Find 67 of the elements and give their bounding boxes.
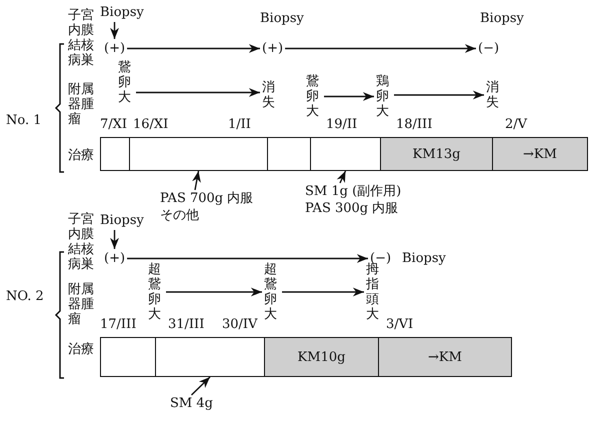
text-label: 17/III	[100, 316, 136, 333]
arrow	[282, 288, 364, 296]
treatment-note: PAS 300g 内服	[305, 200, 400, 217]
text-label: NO. 2	[6, 288, 44, 305]
arrow	[166, 288, 262, 296]
treatment-note: SM 4g	[170, 395, 213, 412]
drug-label: KM13g	[412, 146, 460, 162]
text-label: 18/III	[396, 116, 432, 133]
size-label: 超鵞卵大	[264, 262, 280, 322]
drug-label: →KM	[523, 146, 557, 162]
treatment-segment	[492, 137, 588, 171]
treatment-segment	[310, 137, 381, 171]
status-label: Biopsy	[100, 4, 144, 21]
row-label: 附属器腫瘤	[68, 282, 95, 327]
text-label: 3/VI	[386, 316, 414, 333]
treatment-segment	[100, 337, 156, 377]
status-label: Biopsy	[100, 212, 144, 229]
size-label: 拇指頭大	[366, 262, 382, 322]
treatment-note: その他	[160, 207, 200, 224]
text-label: 16/XI	[133, 116, 168, 133]
drug-label: KM10g	[298, 350, 346, 364]
arrow	[336, 170, 346, 184]
arrow	[394, 90, 484, 100]
arrow	[190, 376, 210, 396]
size-label: 消失	[262, 80, 278, 110]
treatment-segment	[267, 137, 311, 171]
text-label: Biopsy	[480, 10, 524, 27]
arrow	[110, 22, 119, 39]
status-label: (+)	[104, 40, 126, 57]
arrow	[324, 92, 374, 101]
treatment-segment	[264, 337, 379, 377]
treatment-segment	[380, 137, 493, 171]
size-label: 鵞卵大	[306, 74, 322, 119]
size-label: 鵞卵大	[118, 60, 134, 105]
text-label: 19/II	[326, 116, 358, 133]
arrow	[192, 170, 201, 190]
row-label: 治療	[68, 342, 95, 357]
row-label: 子宮内膜結核病巣	[68, 8, 95, 68]
arrow	[127, 254, 368, 263]
treatment-segment	[378, 337, 512, 377]
text-label: 2/V	[505, 116, 528, 133]
treatment-note: SM 1g (副作用)	[305, 183, 402, 200]
drug-label: →KM	[428, 350, 462, 364]
arrow	[110, 230, 119, 249]
text-label: No. 1	[6, 112, 42, 129]
arrow	[136, 88, 260, 97]
text-label: Biopsy	[402, 250, 446, 267]
row-label: 治療	[68, 148, 95, 163]
text-label: 30/IV	[222, 316, 258, 333]
treatment-note: PAS 700g 内服	[160, 190, 254, 207]
size-label: 超鵞卵大	[148, 262, 164, 322]
text-label: 31/III	[168, 316, 204, 333]
row-label: 附属器腫瘤	[68, 82, 95, 127]
status-label: (+)	[104, 250, 126, 267]
treatment-segment	[100, 137, 130, 171]
arrow	[285, 44, 476, 53]
size-label: 消失	[486, 80, 502, 110]
status-label: (+)	[262, 40, 284, 57]
treatment-segment	[155, 337, 265, 377]
text-label: Biopsy	[260, 10, 304, 27]
text-label: 1/II	[228, 116, 251, 133]
status-label: (−)	[478, 40, 500, 57]
treatment-segment	[129, 137, 268, 171]
row-label: 子宮内膜結核病巣	[68, 212, 95, 272]
size-label: 鶏卵大	[376, 74, 392, 119]
text-label: 7/XI	[100, 116, 128, 133]
arrow	[127, 44, 260, 53]
